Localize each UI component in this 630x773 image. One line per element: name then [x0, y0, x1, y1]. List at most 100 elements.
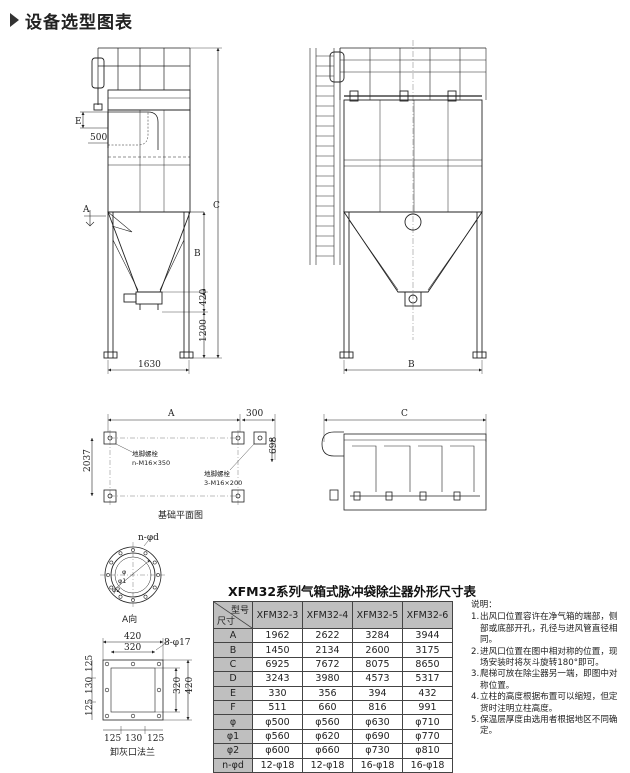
outlet-dim-125-bottom-b: 125: [147, 734, 164, 744]
front-view-labels: E 500 C A B 420 1200 1630: [75, 117, 220, 370]
corner-diagonal: [214, 602, 252, 628]
table-cell: 660: [302, 699, 353, 716]
table-cell: 3175: [402, 642, 453, 658]
outlet-dim-125-left-b: 125: [85, 699, 95, 716]
a-view-phi1: φ1: [118, 577, 126, 585]
note-number: 4.: [471, 692, 480, 703]
foundation-plan: [90, 414, 276, 505]
table-cell: 511: [252, 699, 303, 716]
table-cell: φ560: [252, 728, 303, 745]
ladder-cage: [309, 48, 341, 265]
table-cell: 330: [252, 685, 303, 701]
dim-500: 500: [90, 133, 107, 143]
table-cell: 16-φ18: [402, 757, 453, 773]
bolt1-label: 地脚螺栓: [132, 449, 159, 458]
top-dim-c: C: [401, 409, 408, 419]
row-label: C: [213, 656, 253, 673]
table-cell: 356: [302, 685, 353, 701]
table-cell: 6925: [252, 656, 303, 673]
found-dim-698: 698: [269, 437, 279, 454]
a-view-caption: A向: [122, 613, 137, 625]
side-view: [309, 40, 487, 374]
row-label: E: [213, 685, 253, 701]
bolt1-spec: n-M16×350: [132, 459, 170, 467]
table-cell: φ500: [252, 714, 303, 730]
note-text: 立柱的高度根据布置可以缩短，但定货时注明立柱高度。: [480, 692, 618, 714]
ash-outlet-labels: 420 320 8-φ17 320 420 125 130 125 125 13…: [85, 632, 195, 758]
a-view-flange: [100, 535, 166, 608]
notes-title: 说明：: [471, 600, 497, 610]
table-cell: φ600: [252, 743, 303, 759]
col-header: XFM32-3: [252, 601, 303, 629]
filter-body: [107, 109, 191, 213]
table-cell: 5317: [402, 671, 453, 687]
table-cell: φ710: [402, 714, 453, 730]
note-item: 2.进风口位置在图中相对称的位置，现场安装时将灰斗旋转180°即可。: [471, 647, 621, 670]
table-title: XFM32系列气箱式脉冲袋除尘器外形尺寸表: [228, 584, 477, 599]
note-number: 1.: [471, 612, 480, 623]
dim-420: 420: [199, 289, 209, 306]
table-cell: φ730: [352, 743, 403, 759]
ladder-rungs: [316, 55, 334, 257]
table-cell: 2600: [352, 642, 403, 658]
note-item: 1.出风口位置容许在净气箱的端部，侧部或底部开孔，孔径与进风管直径相同。: [471, 612, 621, 646]
outlet-dim-125-left-a: 125: [85, 655, 95, 672]
col-header: XFM32-5: [352, 601, 403, 629]
triangle-bullet-icon: [10, 13, 19, 27]
outlet-dim-130-bottom: 130: [125, 734, 142, 744]
outlet-dim-130-left: 130: [85, 677, 95, 694]
side-hopper: [343, 211, 483, 293]
table-cell: 12-φ18: [302, 757, 353, 773]
table-cell: 7672: [302, 656, 353, 673]
found-dim-300: 300: [246, 409, 263, 419]
outlet-dim-420-top: 420: [124, 632, 141, 642]
dim-c: C: [213, 201, 220, 211]
outlet-holes-label: 8-φ17: [164, 638, 191, 648]
page-header: 设备选型图表: [10, 6, 133, 34]
table-cell: 2622: [302, 627, 353, 644]
notes-panel: 说明： 1.出风口位置容许在净气箱的端部，侧部或底部开孔，孔径与进风管直径相同。…: [471, 600, 621, 738]
found-dim-2037: 2037: [83, 449, 93, 472]
table-cell: 16-φ18: [352, 757, 403, 773]
a-view-phi: φ: [122, 568, 126, 576]
ash-hopper: [107, 211, 191, 293]
foundation-labels: A 300 698 2037 地脚螺栓 n-M16×350 地脚螺栓 3-M16…: [83, 409, 279, 521]
table-cell: 816: [352, 699, 403, 716]
outlet-dim-125-bottom-a: 125: [104, 734, 121, 744]
table-cell: 1962: [252, 627, 303, 644]
table-header-row: 型号 尺寸 XFM32-3 XFM32-4 XFM32-5 XFM32-6: [213, 601, 453, 629]
front-view: [80, 47, 222, 374]
view-arrow-a: A: [82, 205, 90, 215]
table-cell: φ620: [302, 728, 353, 745]
note-text: 爬梯可放在除尘器另一端，即图中对称位置。: [480, 669, 618, 691]
note-number: 5.: [471, 715, 480, 726]
bolt2-spec: 3-M16×200: [204, 479, 242, 487]
a-view-labels: n-φd φ φ1 φ2 A向: [112, 533, 159, 625]
outlet-dim-320-side: 320: [173, 677, 183, 694]
row-label: F: [213, 699, 253, 716]
table-cell: 8650: [402, 656, 453, 673]
dim-b: B: [194, 249, 201, 259]
page-title: 设备选型图表: [25, 12, 133, 33]
table-cell: φ770: [402, 728, 453, 745]
note-item: 3.爬梯可放在除尘器另一端，即图中对称位置。: [471, 669, 621, 692]
note-text: 出风口位置容许在净气箱的端部，侧部或底部开孔，孔径与进风管直径相同。: [480, 612, 618, 646]
table-cell: 1450: [252, 642, 303, 658]
foundation-caption: 基础平面图: [158, 509, 203, 521]
front-railing: [97, 47, 191, 90]
table-corner: 型号 尺寸: [213, 601, 253, 629]
table-cell: φ560: [302, 714, 353, 730]
ash-outlet-flange: [88, 638, 192, 734]
table-cell: 991: [402, 699, 453, 716]
table-cell: 3944: [402, 627, 453, 644]
